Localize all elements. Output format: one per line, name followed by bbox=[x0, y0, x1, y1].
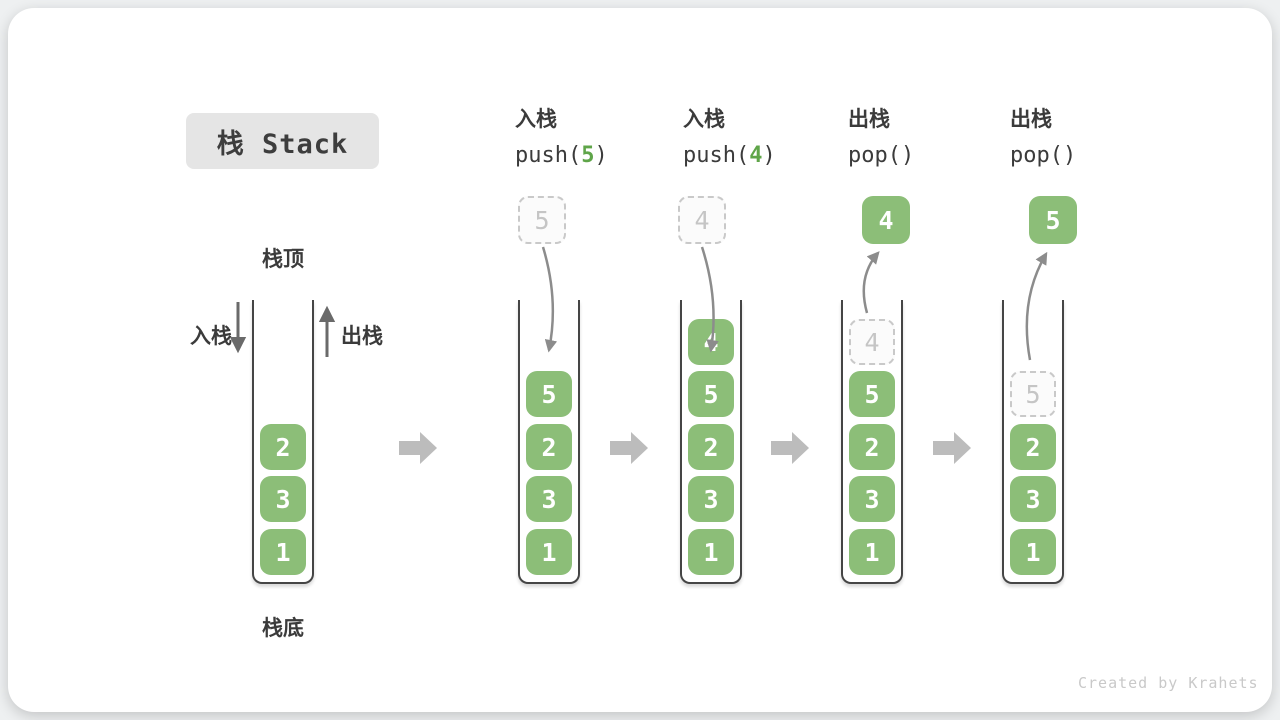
popped-value-box: 4 bbox=[862, 196, 910, 244]
stack-column-initial: 2 3 1 bbox=[252, 300, 314, 584]
stack-block: 2 bbox=[849, 424, 895, 470]
push-side-label: 入栈 bbox=[190, 324, 232, 348]
diagram-canvas: 栈 Stack 栈顶 栈底 入栈 出栈 入栈 push(5) 入栈 push(4… bbox=[8, 8, 1272, 712]
stack-column-after-push5: 5 2 3 1 bbox=[518, 300, 580, 584]
stack-column-after-push4: 4 5 2 3 1 bbox=[680, 300, 742, 584]
title-box: 栈 Stack bbox=[186, 113, 379, 169]
stack-block: 1 bbox=[849, 529, 895, 575]
ghost-block: 5 bbox=[1010, 371, 1056, 417]
stack-block: 3 bbox=[1010, 476, 1056, 522]
pop-side-label: 出栈 bbox=[341, 324, 383, 348]
stack-block: 2 bbox=[1010, 424, 1056, 470]
stack-column-after-pop5: 5 2 3 1 bbox=[1002, 300, 1064, 584]
op-label-pop-2: 出栈 pop() bbox=[1010, 107, 1077, 168]
stack-block: 5 bbox=[849, 371, 895, 417]
stack-column-after-pop4: 4 5 2 3 1 bbox=[841, 300, 903, 584]
stack-block: 4 bbox=[688, 319, 734, 365]
op-label-push-5: 入栈 push(5) bbox=[515, 107, 608, 168]
stack-top-label: 栈顶 bbox=[262, 247, 304, 271]
stack-block: 5 bbox=[688, 371, 734, 417]
step-arrow-icon bbox=[610, 432, 648, 464]
watermark: Created by Krahets bbox=[1078, 674, 1259, 692]
op-label-pop-1: 出栈 pop() bbox=[848, 107, 915, 168]
stack-block: 2 bbox=[688, 424, 734, 470]
stack-block: 5 bbox=[526, 371, 572, 417]
stack-block: 2 bbox=[260, 424, 306, 470]
stack-block: 3 bbox=[260, 476, 306, 522]
incoming-value-box: 5 bbox=[518, 196, 566, 244]
stack-block: 1 bbox=[526, 529, 572, 575]
stack-block: 3 bbox=[526, 476, 572, 522]
step-arrow-icon bbox=[771, 432, 809, 464]
op-label-push-4: 入栈 push(4) bbox=[683, 107, 776, 168]
stack-bottom-label: 栈底 bbox=[262, 616, 304, 640]
stack-block: 1 bbox=[260, 529, 306, 575]
incoming-value-box: 4 bbox=[678, 196, 726, 244]
step-arrow-icon bbox=[399, 432, 437, 464]
stack-block: 3 bbox=[688, 476, 734, 522]
step-arrow-icon bbox=[933, 432, 971, 464]
stack-block: 2 bbox=[526, 424, 572, 470]
ghost-block: 4 bbox=[849, 319, 895, 365]
stack-block: 1 bbox=[688, 529, 734, 575]
stack-block: 1 bbox=[1010, 529, 1056, 575]
stack-block: 3 bbox=[849, 476, 895, 522]
popped-value-box: 5 bbox=[1029, 196, 1077, 244]
page-title: 栈 Stack bbox=[216, 128, 349, 160]
